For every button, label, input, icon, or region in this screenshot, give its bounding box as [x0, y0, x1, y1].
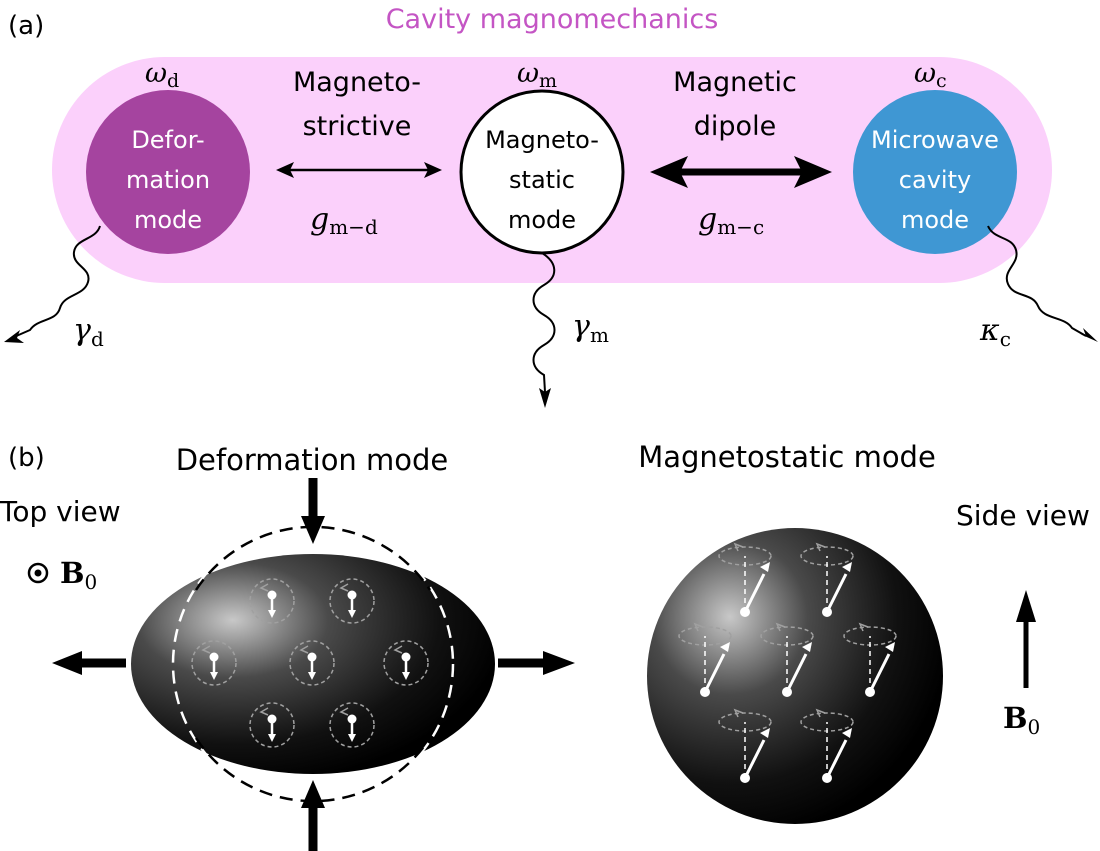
g-md-label: gm−d	[310, 202, 378, 239]
field-out-of-page-icon	[27, 562, 49, 584]
b0-top-label: B0	[60, 556, 97, 594]
microwave-mode-line-2: cavity	[899, 166, 971, 194]
side-view-label: Side view	[956, 499, 1090, 532]
magnetostrictive-line-1: Magneto-	[293, 67, 421, 98]
top-view-label: Top view	[0, 495, 121, 528]
precessing-spin-icon	[800, 542, 854, 617]
omega-d-label: ωd	[145, 58, 179, 92]
magnetic-dipole-coupling-label: Magnetic dipole	[673, 67, 797, 142]
precessing-spin-icon	[678, 622, 732, 697]
gamma-d-label: γd	[73, 313, 104, 351]
precessing-spin-icon	[718, 708, 772, 783]
deformation-mode-line-3: mode	[134, 206, 202, 234]
omega-m-label: ωm	[517, 58, 557, 92]
magnetostatic-mode-label: Magneto- static mode	[485, 126, 599, 234]
compression-arrow-top	[301, 478, 325, 544]
extension-arrow-left	[52, 651, 126, 675]
precessing-spin-icon	[760, 622, 814, 697]
magnetostrictive-coupling-label: Magneto- strictive	[293, 67, 421, 142]
microwave-mode-label: Microwave cavity mode	[871, 126, 999, 234]
magnetostatic-mode-title: Magnetostatic mode	[638, 440, 936, 474]
spin-down-icon	[329, 578, 375, 624]
panel-b-label: (b)	[8, 443, 45, 473]
magnetostatic-mode-line-2: static	[509, 166, 575, 194]
g-mc-label: gm−c	[698, 202, 764, 239]
extension-arrow-right	[498, 651, 575, 675]
compression-arrow-bottom	[301, 780, 325, 851]
gamma-m-label: γm	[572, 309, 609, 347]
microwave-mode-line-3: mode	[901, 206, 969, 234]
b0-side-label: B0	[1003, 701, 1040, 739]
magnetostatic-decay-wavy-arrow	[532, 252, 556, 408]
kappa-c-label: κc	[979, 313, 1011, 351]
magnetic-dipole-line-1: Magnetic	[673, 67, 797, 98]
deformation-mode-line-2: mation	[126, 166, 210, 194]
microwave-decay-wavy-arrow	[987, 225, 1098, 342]
cavity-title: Cavity magnomechanics	[386, 4, 719, 35]
deformation-mode-circle	[86, 90, 250, 254]
magnetostrictive-line-2: strictive	[303, 111, 412, 142]
deformation-mode-line-1: Defor-	[131, 126, 204, 154]
deformation-mode-label: Defor- mation mode	[126, 126, 210, 234]
spin-down-icon	[249, 702, 295, 748]
b0-field-arrow	[1016, 590, 1036, 688]
precessing-spin-icon	[800, 708, 854, 783]
magnetostatic-spins	[678, 542, 897, 783]
spin-down-icon	[329, 702, 375, 748]
spin-down-icon	[249, 578, 295, 624]
magnetostrictive-double-arrow	[276, 162, 442, 178]
microwave-mode-line-1: Microwave	[871, 126, 999, 154]
deformation-decay-wavy-arrow	[4, 225, 101, 343]
magnetic-dipole-line-2: dipole	[694, 111, 776, 142]
precessing-spin-icon	[843, 622, 897, 697]
spin-down-icon	[383, 640, 429, 686]
spin-down-icon	[289, 640, 335, 686]
deformation-spins	[191, 578, 429, 748]
spin-down-icon	[191, 640, 237, 686]
omega-c-label: ωc	[914, 58, 947, 92]
microwave-mode-circle	[853, 90, 1017, 254]
precessing-spin-icon	[718, 542, 772, 617]
panel-a-label: (a)	[8, 11, 44, 41]
magnetostatic-mode-line-3: mode	[508, 206, 576, 234]
magnetic-dipole-double-arrow	[650, 156, 832, 188]
deformation-mode-title: Deformation mode	[176, 443, 449, 477]
magnetostatic-mode-line-1: Magneto-	[485, 126, 599, 154]
